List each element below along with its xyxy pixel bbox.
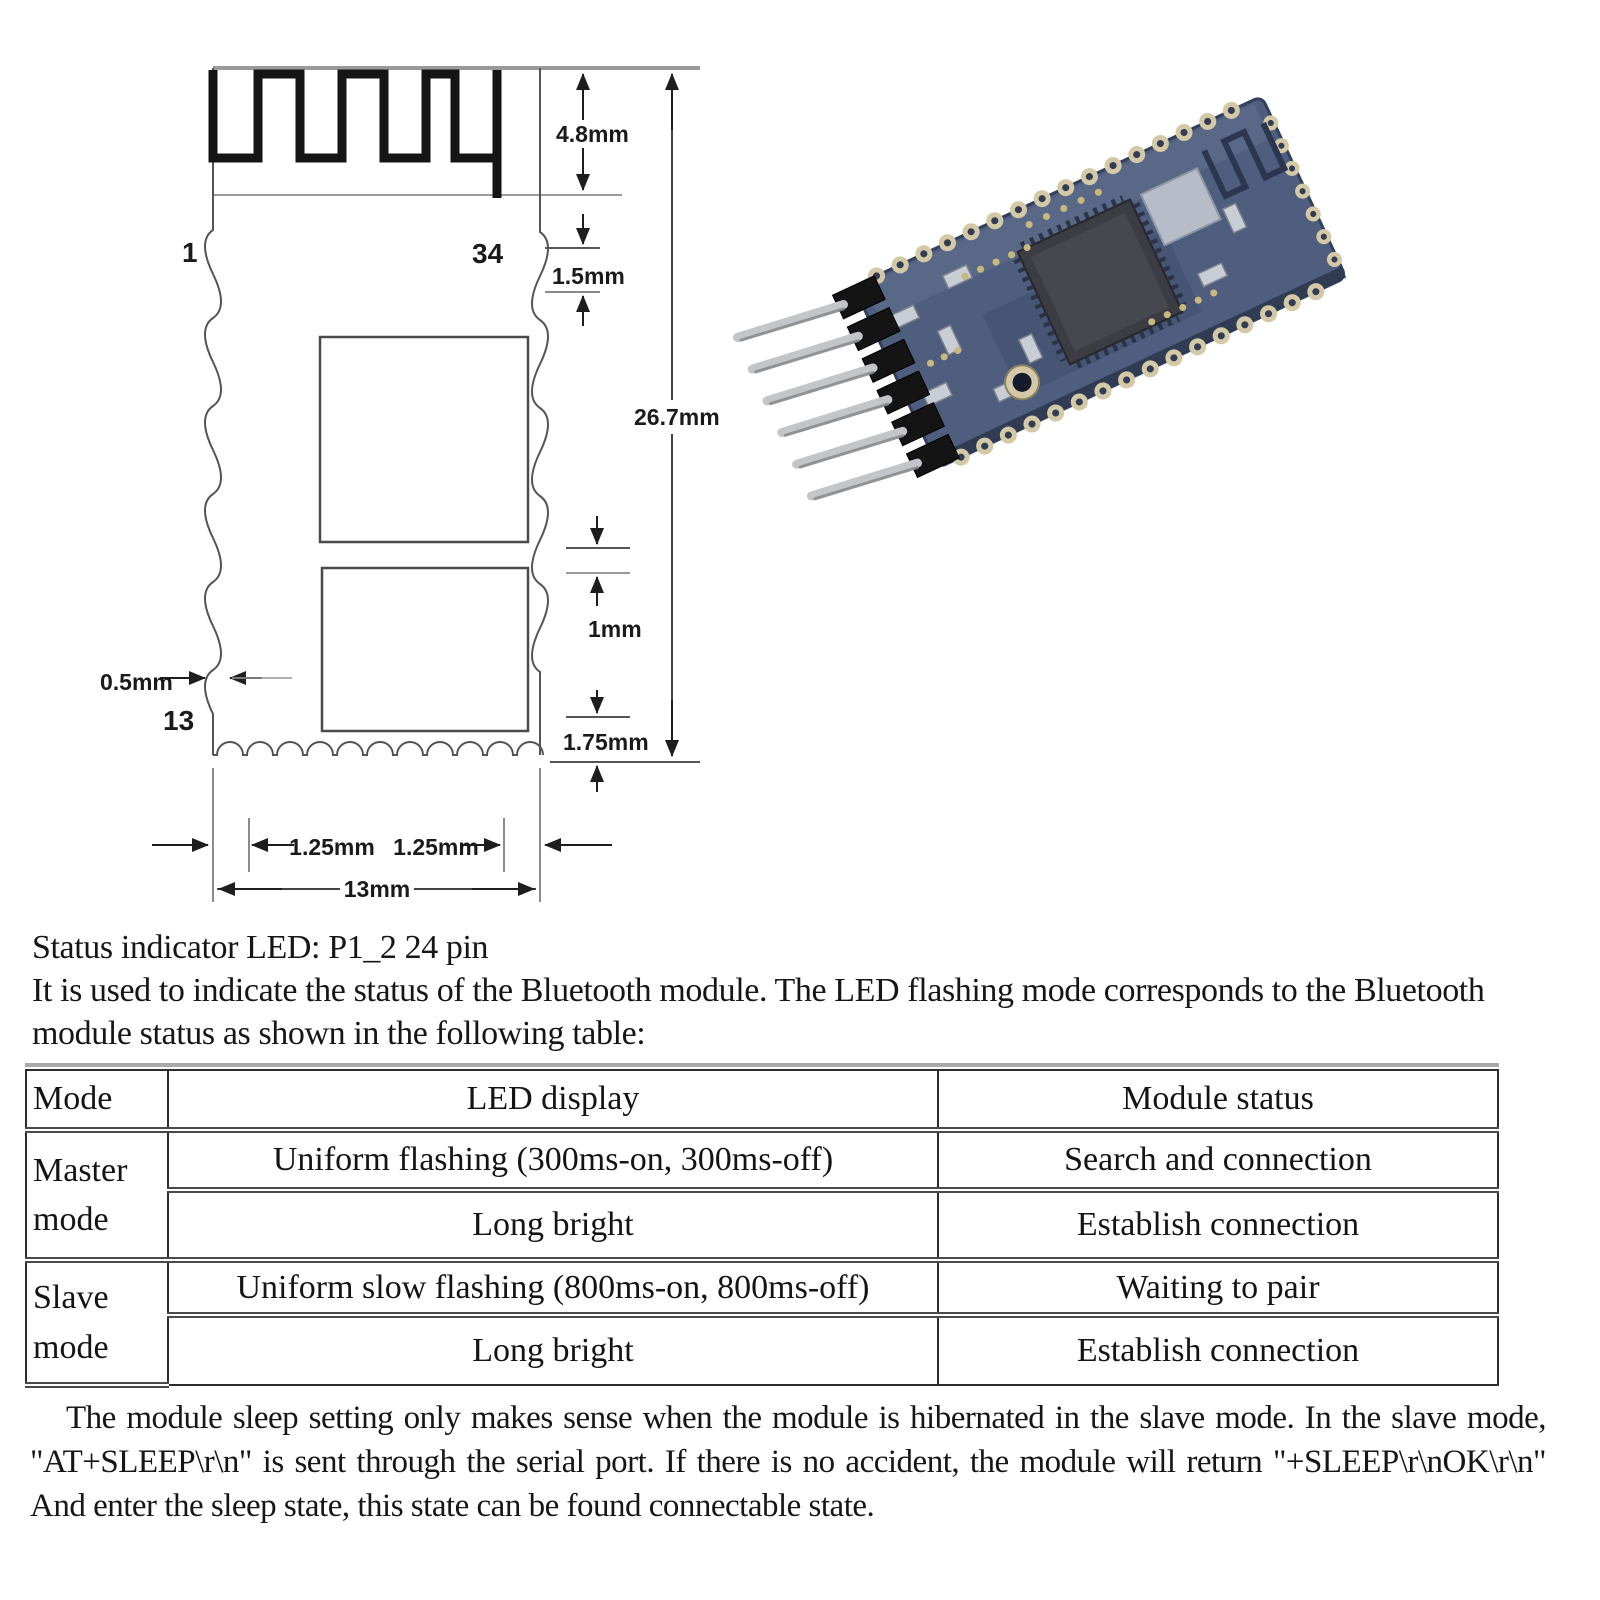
- dim-pad-section: 1.5mm: [552, 263, 625, 289]
- dim-board-length: 26.7mm: [634, 404, 720, 430]
- pcb-antenna-trace: [1201, 121, 1289, 200]
- table-row: Long bright Establish connection: [26, 1190, 1499, 1263]
- dim-pad-gap: 1mm: [588, 616, 642, 642]
- antenna-trace: [208, 69, 502, 198]
- dim-pad-width: 0.5mm: [100, 669, 173, 695]
- header-led-display: LED display: [167, 1070, 939, 1133]
- shield-area-1: [318, 335, 530, 544]
- shield-area-2: [320, 566, 530, 733]
- metal-can: [1139, 167, 1223, 247]
- module-photo: [732, 92, 1347, 501]
- dim-antenna-height: 4.8mm: [556, 121, 629, 147]
- module-dimension-diagram: 4.8mm 1.5mm 26.7mm 1mm 1.75mm 0.5mm 1.25…: [100, 66, 720, 902]
- header-pins: [732, 300, 922, 501]
- board-outline: [204, 66, 700, 756]
- pin-label-13: 13: [163, 705, 194, 736]
- table-row: Long bright Establish connection: [26, 1315, 1499, 1385]
- label-backing: [340, 872, 414, 900]
- intro-text: Status indicator LED: P1_2 24 pin It is …: [32, 926, 1584, 1055]
- cell-master-mode: Master mode: [25, 1130, 169, 1263]
- cell-status: Search and connection: [937, 1130, 1499, 1193]
- table-row: Slave mode Uniform slow flashing (800ms-…: [25, 1260, 1499, 1388]
- status-led-title: Status indicator LED: P1_2 24 pin: [32, 929, 489, 966]
- cell-led: Uniform slow flashing (800ms-on, 800ms-o…: [167, 1260, 939, 1318]
- table-row: Master mode Uniform flashing (300ms-on, …: [25, 1130, 1499, 1263]
- cell-slave-mode: Slave mode: [25, 1260, 169, 1388]
- dim-bottom-clearance: 1.75mm: [563, 729, 649, 755]
- main-chip: [1013, 195, 1187, 369]
- cell-led: Long bright: [167, 1190, 939, 1263]
- via-dots: [926, 180, 1228, 367]
- header-mode: Mode: [25, 1070, 169, 1133]
- led-status-table: Mode LED display Module status Master mo…: [25, 1069, 1499, 1388]
- cell-status: Establish connection: [937, 1315, 1499, 1385]
- mounting-hole: [1004, 364, 1041, 401]
- cell-led: Long bright: [167, 1315, 939, 1385]
- cell-status: Waiting to pair: [937, 1260, 1499, 1318]
- pin-label-1: 1: [182, 237, 198, 268]
- label-backing: [630, 400, 716, 434]
- dim-pitch-left: 1.25mm: [289, 834, 375, 860]
- cell-led: Uniform flashing (300ms-on, 300ms-off): [167, 1130, 939, 1193]
- pin-label-34: 34: [472, 238, 504, 269]
- header-module-status: Module status: [937, 1070, 1499, 1133]
- status-led-description: It is used to indicate the status of the…: [32, 972, 1485, 1052]
- table-top-rule: [25, 1063, 1499, 1067]
- castellation-pads: [867, 92, 1346, 466]
- dimension-lines: [152, 73, 700, 902]
- dim-board-width: 13mm: [344, 876, 410, 902]
- table-header-row: Mode LED display Module status: [25, 1070, 1499, 1133]
- sleep-setting-paragraph: The module sleep setting only makes sens…: [30, 1400, 1547, 1524]
- cell-status: Establish connection: [937, 1190, 1499, 1263]
- dim-pitch-right: 1.25mm: [393, 834, 479, 860]
